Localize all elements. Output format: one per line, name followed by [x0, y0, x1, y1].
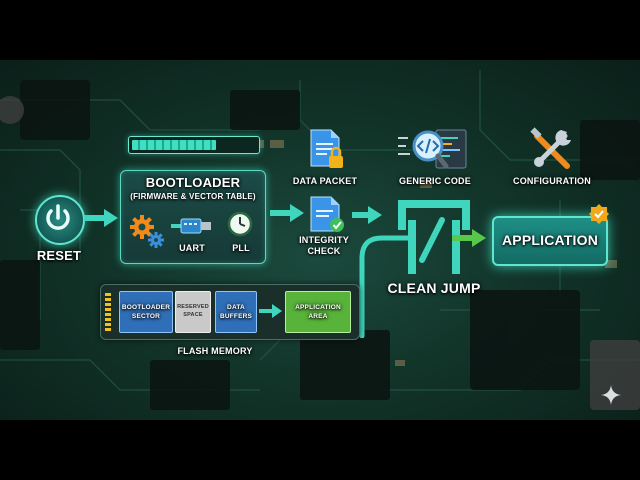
reset-button[interactable] [35, 195, 85, 245]
integrity-check-label-line2: CHECK [307, 246, 341, 256]
flash-memory-label: FLASH MEMORY [177, 346, 253, 356]
pll-label: PLL [232, 243, 250, 253]
arrow-bootloader-to-integrity [270, 204, 304, 222]
integrity-check-label-line1: INTEGRITY [299, 235, 349, 245]
document-check-icon [310, 196, 344, 232]
document-lock-icon [310, 129, 343, 168]
reset-label: RESET [36, 248, 82, 263]
flash-memory-module: BOOTLOADER SECTOR RESERVED SPACE DATA BU… [100, 284, 360, 340]
code-magnifier-icon [398, 129, 467, 169]
bootloader-title: BOOTLOADER [145, 175, 241, 190]
power-icon [46, 204, 70, 230]
clean-jump-symbol [398, 200, 470, 274]
gears-icon [130, 215, 164, 248]
arrow-jump-to-application [452, 229, 486, 247]
wrench-screwdriver-icon [530, 127, 571, 169]
arrow-buffers-to-application-area [259, 304, 282, 318]
uart-label: UART [179, 243, 205, 253]
flash-segment-data-buffers: DATA BUFFERS [215, 291, 257, 333]
clock-icon [227, 211, 253, 237]
flash-segment-bootloader-sector: BOOTLOADER SECTOR [119, 291, 173, 333]
application-label: APPLICATION [501, 232, 599, 248]
verified-badge-icon [589, 204, 609, 224]
progress-bar [128, 136, 260, 154]
pcb-background [0, 70, 640, 410]
configuration-label: CONFIGURATION [513, 176, 591, 186]
flash-segment-reserved-space: RESERVED SPACE [175, 291, 211, 333]
application-button[interactable]: APPLICATION [492, 216, 608, 266]
uart-connector-icon [171, 218, 211, 234]
clean-jump-label: CLEAN JUMP [387, 280, 481, 296]
sparkle-icon [601, 385, 621, 405]
data-packet-label: DATA PACKET [292, 176, 358, 186]
arrow-reset-to-bootloader [84, 209, 118, 227]
flash-connector-pins [105, 293, 111, 331]
flash-segment-application-area: APPLICATION AREA [285, 291, 351, 333]
diagram-stage: RESET BOOTLOADER (FIRMWARE & VECTOR TABL… [0, 60, 640, 420]
connector-flash-to-jump [359, 235, 411, 338]
arrow-integrity-to-jump [352, 206, 382, 224]
bootloader-subtitle: (FIRMWARE & VECTOR TABLE) [130, 192, 256, 201]
generic-code-label: GENERIC CODE [399, 176, 471, 186]
bootloader-card: BOOTLOADER (FIRMWARE & VECTOR TABLE) [120, 170, 266, 264]
progress-fill [132, 140, 216, 150]
